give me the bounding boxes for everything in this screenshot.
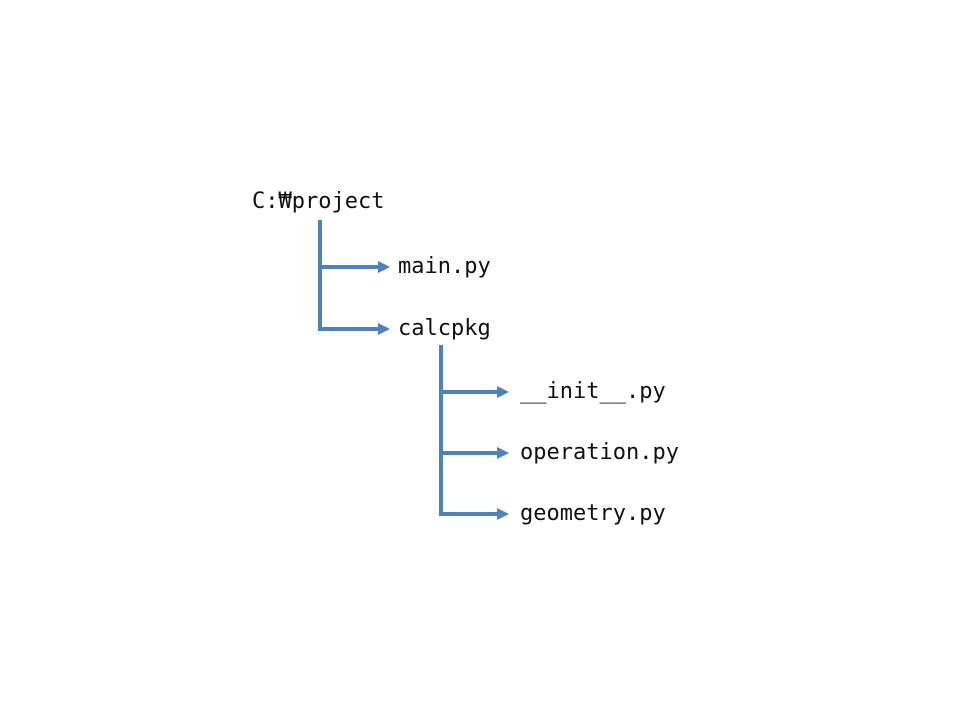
root-folder-label: C:₩project [252, 189, 385, 214]
branch-line [439, 451, 499, 455]
arrowhead-icon [497, 508, 509, 520]
file-label-geometry: geometry.py [520, 501, 666, 526]
file-label-operation: operation.py [520, 440, 679, 465]
arrowhead-icon [497, 447, 509, 459]
branch-line [318, 265, 380, 269]
arrowhead-icon [378, 261, 390, 273]
file-label-init: __init__.py [520, 379, 666, 404]
branch-line [318, 327, 380, 331]
branch-line [439, 512, 499, 516]
file-label-main: main.py [398, 254, 491, 279]
calcpkg-trunk-line [439, 345, 443, 516]
arrowhead-icon [378, 323, 390, 335]
branch-line [439, 390, 499, 394]
package-label-calcpkg: calcpkg [398, 316, 491, 341]
root-trunk-line [318, 220, 322, 331]
arrowhead-icon [497, 386, 509, 398]
